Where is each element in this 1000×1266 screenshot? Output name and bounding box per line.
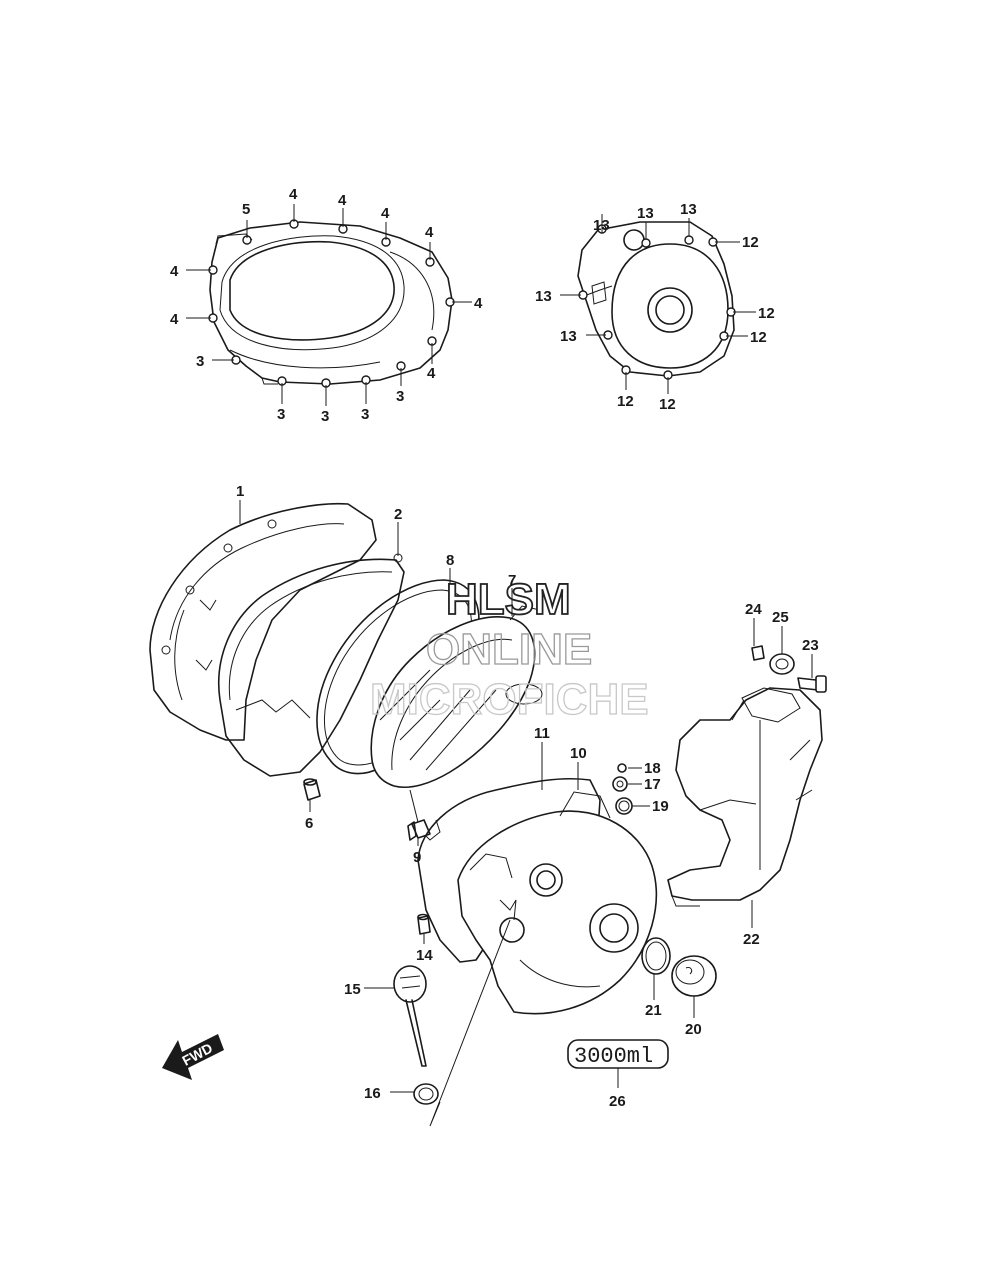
callout-4: 4 xyxy=(427,365,436,382)
callout-5: 5 xyxy=(242,201,250,218)
callout-17: 17 xyxy=(644,776,661,793)
callout-18: 18 xyxy=(644,760,661,777)
callout-9: 9 xyxy=(413,849,421,866)
callout-12: 12 xyxy=(617,393,634,410)
callout-12: 12 xyxy=(742,234,759,251)
callout-13: 13 xyxy=(680,201,697,218)
callout-24: 24 xyxy=(745,601,762,618)
part-dowel-6 xyxy=(303,778,321,801)
part-cap-20 xyxy=(671,955,717,997)
part-dipstick xyxy=(393,919,511,1127)
fwd-label: FWD xyxy=(179,1040,215,1069)
callout-4: 4 xyxy=(474,295,483,312)
part-o-ring-21 xyxy=(641,937,671,975)
callout-13: 13 xyxy=(637,205,654,222)
callout-4: 4 xyxy=(170,311,179,328)
callout-12: 12 xyxy=(750,329,767,346)
callout-25: 25 xyxy=(772,609,789,626)
watermark: HLSM ONLINE MICROFICHE xyxy=(369,574,649,725)
callout-23: 23 xyxy=(802,637,819,654)
part-generator-cover xyxy=(417,777,658,1015)
callout-19: 19 xyxy=(652,798,669,815)
callout-3: 3 xyxy=(196,353,204,370)
callout-8: 8 xyxy=(446,552,454,569)
callout-6: 6 xyxy=(305,815,313,832)
callout-13: 13 xyxy=(560,328,577,345)
callout-4: 4 xyxy=(338,192,347,209)
part-bolt-9 xyxy=(407,819,431,841)
callout-3: 3 xyxy=(396,388,404,405)
part-protector-fasteners xyxy=(751,645,827,693)
watermark-line-2: ONLINE xyxy=(426,625,592,674)
capacity-label-text: 3000ml xyxy=(574,1044,653,1069)
part-clutch-cover xyxy=(149,502,377,741)
callout-1: 1 xyxy=(236,483,244,500)
callout-labels: 5 4 4 4 4 4 4 4 4 3 3 3 3 3 13 13 13 12 … xyxy=(170,186,819,1110)
callout-16: 16 xyxy=(364,1085,381,1102)
callout-2: 2 xyxy=(394,506,402,523)
callout-13: 13 xyxy=(535,288,552,305)
part-protector-cover xyxy=(667,687,823,907)
callout-12: 12 xyxy=(758,305,775,322)
callout-10: 10 xyxy=(570,745,587,762)
callout-4: 4 xyxy=(425,224,434,241)
callout-20: 20 xyxy=(685,1021,702,1038)
callout-21: 21 xyxy=(645,1002,662,1019)
generator-cover-bolt-layout xyxy=(577,221,736,380)
watermark-line-3: MICROFICHE xyxy=(370,675,649,724)
callout-3: 3 xyxy=(277,406,285,423)
callout-11: 11 xyxy=(534,725,550,742)
callout-7: 7 xyxy=(508,572,516,589)
clutch-cover-bolt-layout xyxy=(208,219,455,388)
callout-4: 4 xyxy=(170,263,179,280)
callout-12: 12 xyxy=(659,396,676,413)
part-capacity-label: 3000ml xyxy=(567,1039,669,1069)
callout-22: 22 xyxy=(743,931,760,948)
callout-3: 3 xyxy=(321,408,329,425)
part-dowel-14 xyxy=(417,913,431,935)
watermark-line-1: HLSM xyxy=(446,575,571,624)
callout-13: 13 xyxy=(593,217,610,234)
part-small-plug-group xyxy=(612,763,633,815)
callout-15: 15 xyxy=(344,981,361,998)
callout-26: 26 xyxy=(609,1093,626,1110)
callout-leaders xyxy=(186,204,813,1093)
callout-4: 4 xyxy=(381,205,390,222)
callout-4: 4 xyxy=(289,186,298,203)
callout-14: 14 xyxy=(416,947,433,964)
part-inner-cover xyxy=(370,605,543,841)
fwd-arrow-icon: FWD xyxy=(162,1034,224,1080)
callout-3: 3 xyxy=(361,406,369,423)
